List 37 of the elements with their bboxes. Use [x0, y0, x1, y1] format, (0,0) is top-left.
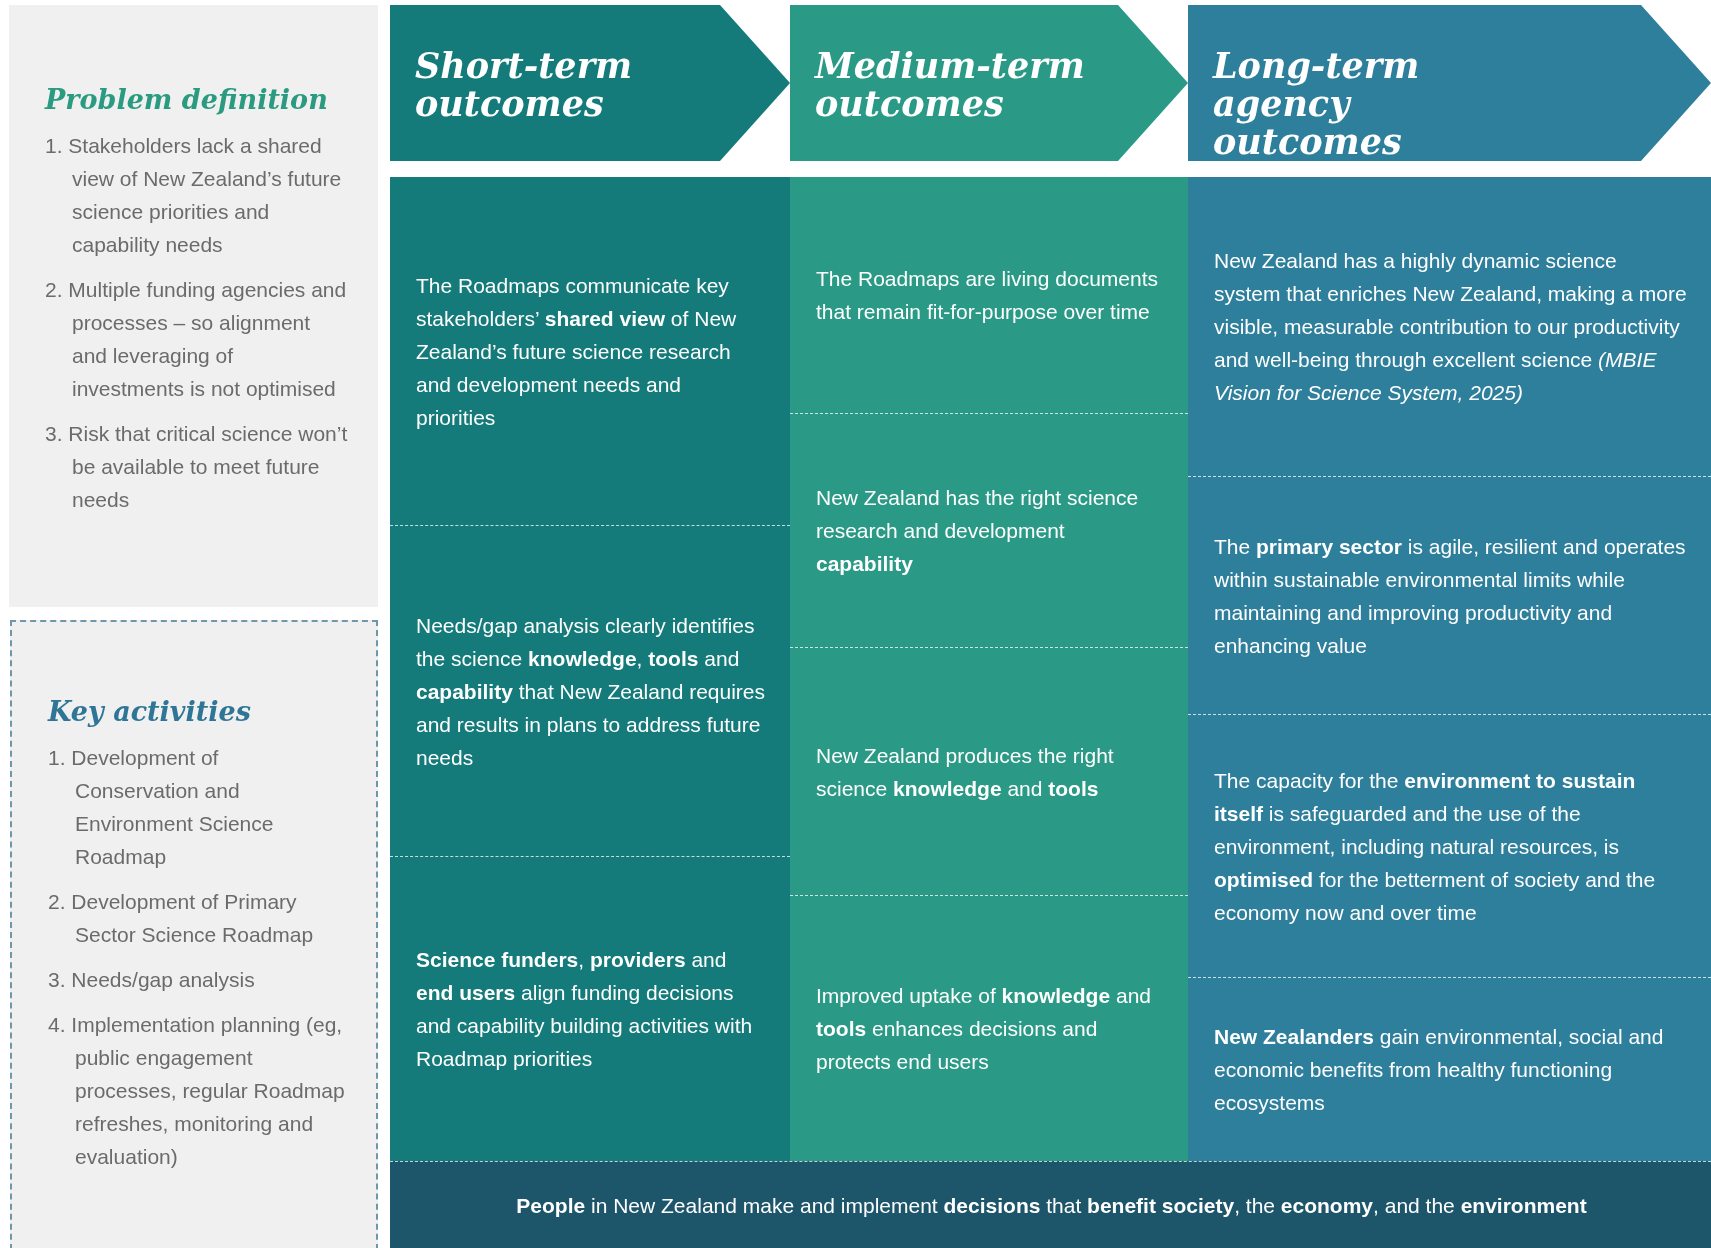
list-item: 4. Implementation planning (eg, public engagement processes, regular Roadmap refreshes, monitoring and evaluation) — [48, 1011, 346, 1170]
outcome-cell — [1188, 476, 1711, 714]
side-panel — [10, 620, 378, 1248]
outcome-text: People in New Zealand make and implement decisions that benefit society, the economy, and the environment — [516, 1192, 1587, 1219]
list-item: 1. Development of Conservation and Environment Science Roadmap — [48, 744, 275, 870]
outcome-text: New Zealand produces the right science knowledge and tools — [816, 742, 1115, 802]
panel-heading: Problem definition — [45, 84, 329, 115]
list-item: 3. Needs/gap analysis — [48, 966, 256, 993]
outcome-cell — [1188, 177, 1711, 476]
outcome-text: New Zealanders gain environmental, social and economic benefits from healthy functioning ecosystems — [1214, 1024, 1665, 1116]
outcome-cell — [1188, 977, 1711, 1161]
column-heading: Medium-term outcomes — [815, 47, 1086, 123]
outcome-cell — [1188, 714, 1711, 977]
panel-heading: Key activities — [48, 695, 252, 727]
outcome-text: New Zealand has a highly dynamic science system that enriches New Zealand, making a more visible, measurable contribution to our productivity and well-being through excellent science (MBIE Vision for Science System, 2025) — [1214, 248, 1687, 406]
column-heading: Short-term outcomes — [415, 47, 634, 123]
outcome-text: Needs/gap analysis clearly identifies the science knowledge, tools and capability that New Zealand requires and results in plans to address future needs — [416, 612, 766, 771]
list-item: 1. Stakeholders lack a shared view of New Zealand’s future science priorities and capability needs — [45, 133, 343, 258]
outcome-text: The Roadmaps are living documents that remain fit-for-purpose over time — [816, 266, 1159, 325]
outcome-cell — [790, 647, 1188, 895]
outcome-cell — [790, 177, 1188, 413]
outcome-text: The Roadmaps communicate key stakeholders’ shared view of New Zealand’s future science research and development needs and priorities — [416, 272, 738, 431]
list-item: 2. Development of Primary Sector Science Roadmap — [48, 888, 315, 948]
outcome-cell — [390, 856, 790, 1161]
outcome-text: Science funders, providers and end users align funding decisions and capability building activities with Roadmap priorities — [416, 947, 754, 1072]
summary-bar — [390, 1161, 1711, 1248]
outcome-text: The primary sector is agile, resilient and operates within sustainable environmental limits while maintaining and improving productivity and enhancing value — [1214, 533, 1687, 659]
outcome-cell — [390, 525, 790, 856]
outcome-cell — [790, 413, 1188, 647]
outcome-text: Improved uptake of knowledge and tools enhances decisions and protects end users — [816, 983, 1152, 1075]
outcome-cell — [790, 895, 1188, 1161]
list-item: 2. Multiple funding agencies and processes – so alignment and leveraging of investments is not optimised — [45, 277, 348, 402]
outcome-text: New Zealand has the right science research and development capability — [816, 485, 1140, 577]
outcome-cell — [390, 177, 790, 525]
outcome-text: The capacity for the environment to sustain itself is safeguarded and the use of the environment, including natural resources, is optimised for the betterment of society and the economy now and over time — [1214, 767, 1657, 926]
column-heading: Long-term agency outcomes — [1213, 47, 1421, 161]
list-item: 3. Risk that critical science won’t be available to meet future needs — [45, 421, 348, 513]
